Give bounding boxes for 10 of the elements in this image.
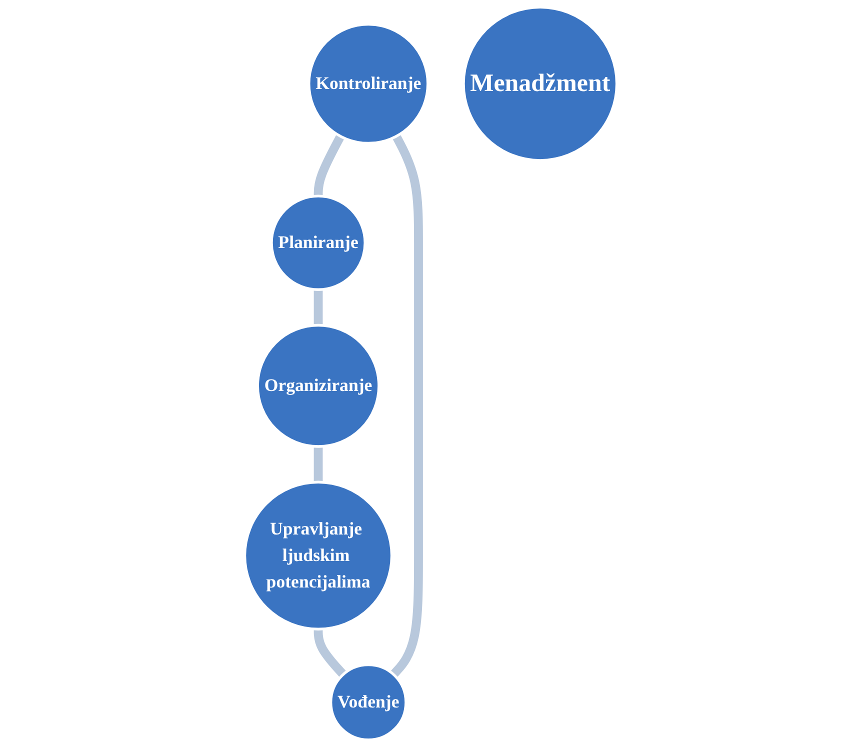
connector (390, 134, 423, 678)
node-circle: Upravljanje ljudskim potencijalima (243, 480, 393, 630)
connector (314, 288, 322, 327)
node-circle: Planiranje (270, 194, 366, 291)
node-circle: Kontroliranje (307, 22, 429, 145)
node-circle: Vođenje (329, 663, 407, 742)
connector (314, 445, 322, 484)
node-circle: Organiziranje (256, 324, 380, 448)
node-circle: Menadžment (462, 6, 618, 162)
connector (314, 628, 346, 678)
